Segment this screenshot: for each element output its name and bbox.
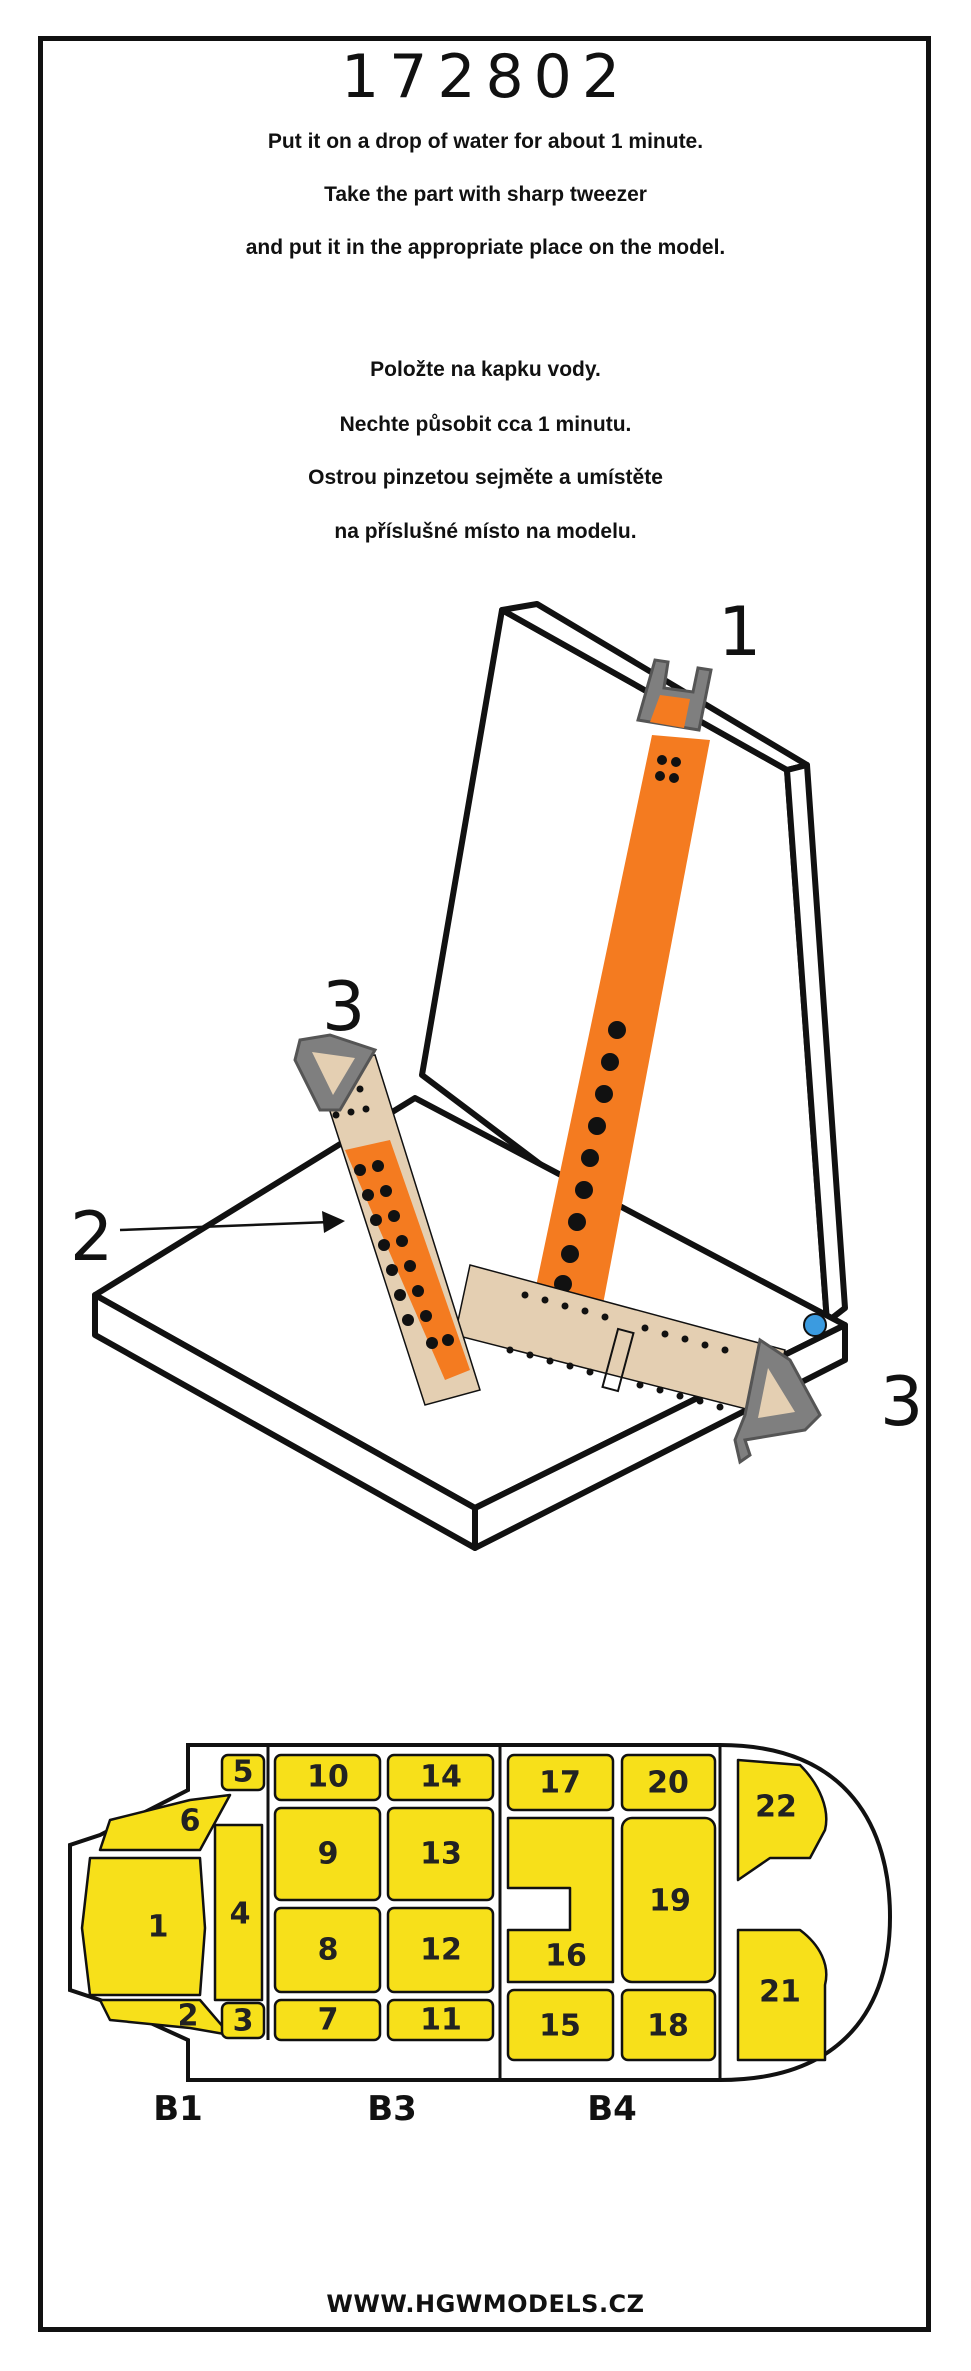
callout-arrow [119,1220,331,1232]
footer-url: WWW.HGWMODELS.CZ [326,2290,645,2318]
crotch-strap-pad [345,1140,470,1380]
instruction-en-3: and put it in the appropriate place on t… [245,236,726,259]
callout-3-left: 3 [322,968,365,1047]
seat-belt-illustration: 1 2 3 3 [70,593,923,1551]
instruction-cz-1: Položte na kapku vody. [370,358,601,381]
callout-2: 2 [70,1198,113,1277]
callout-1: 1 [718,593,761,672]
product-code: 172802 [340,42,631,112]
blue-dot [803,1313,827,1337]
instruction-cz-4: na příslušné místo na modelu. [334,520,637,543]
instruction-en-1: Put it on a drop of water for about 1 mi… [267,130,704,153]
lap-belt-holes [506,1291,729,1411]
page-border [38,36,931,2332]
seat-back-side [784,762,848,1325]
instruction-en-2: Take the part with sharp tweezer [324,183,647,206]
instruction-cz-3: Ostrou pinzetou sejměte a umístěte [308,466,663,489]
shoulder-strap-holes [554,755,681,1293]
callout-3-right: 3 [880,1363,923,1442]
instruction-cz-2: Nechte působit cca 1 minutu. [339,413,632,436]
